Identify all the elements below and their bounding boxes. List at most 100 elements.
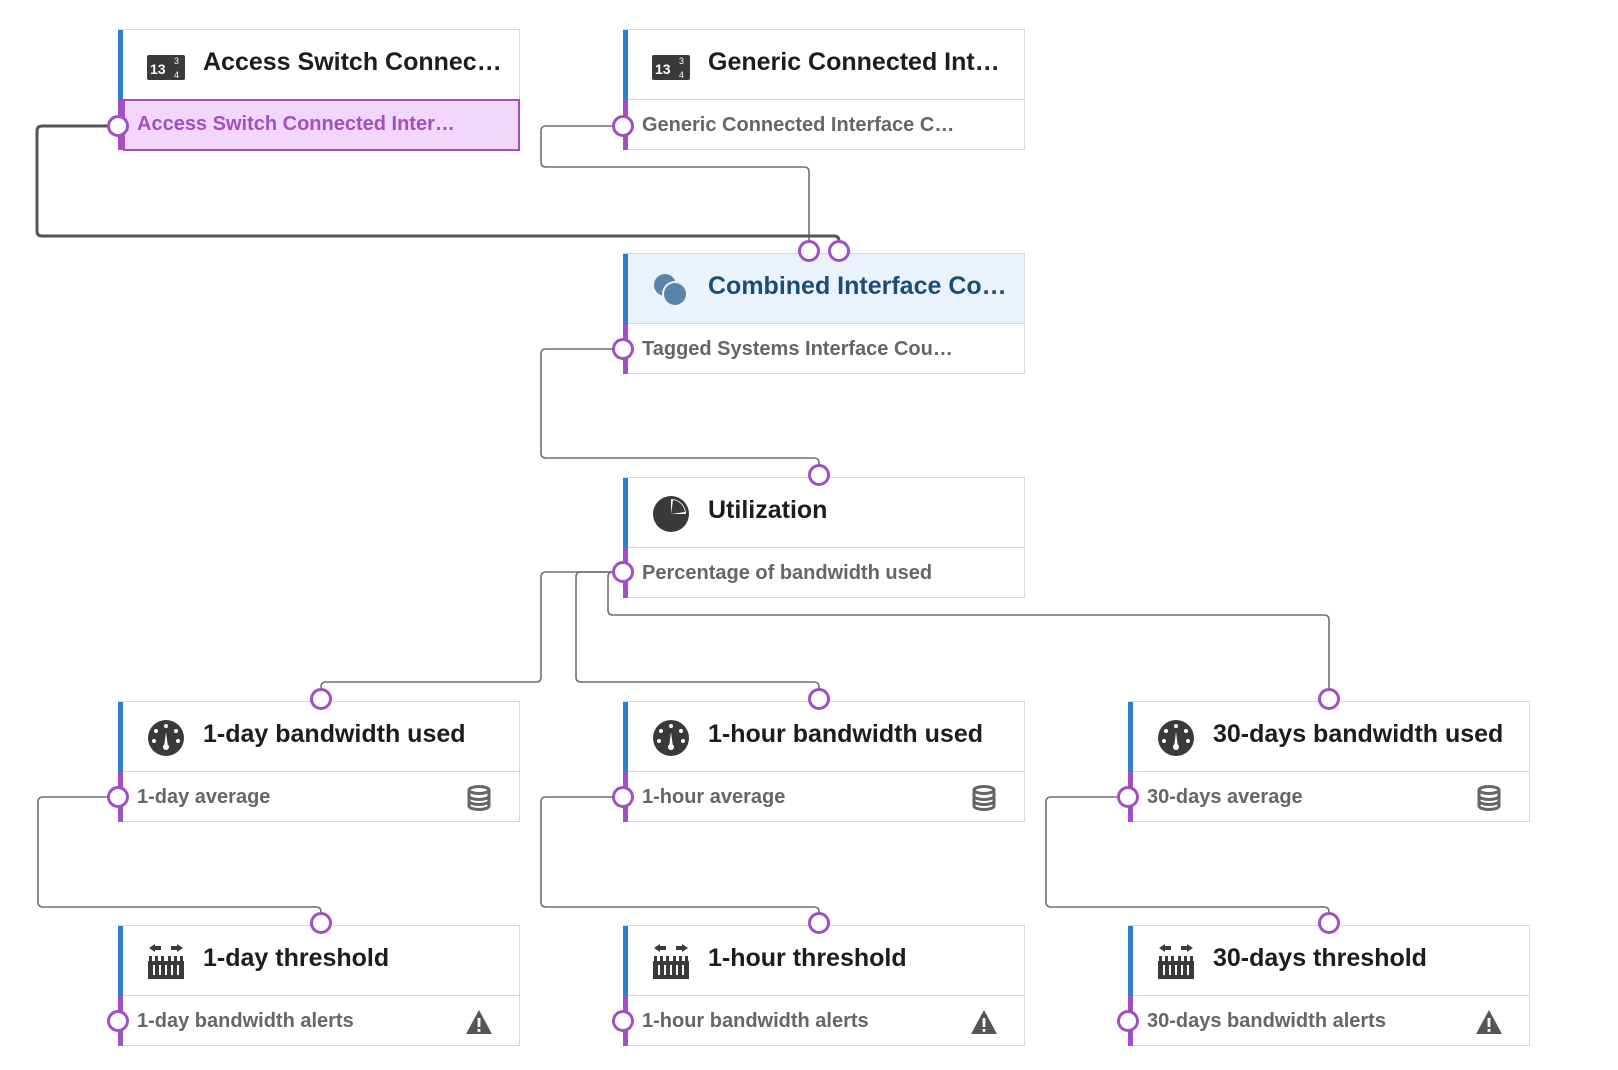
output-connector[interactable]	[612, 1010, 634, 1032]
output-port-label: 1-day bandwidth alerts	[137, 1010, 354, 1032]
svg-text:3: 3	[679, 56, 684, 66]
input-connector[interactable]	[798, 240, 820, 262]
warning-icon[interactable]	[1475, 1008, 1503, 1036]
node-title: Utilization	[708, 496, 828, 524]
node-title: 1-hour bandwidth used	[708, 720, 983, 748]
database-icon[interactable]	[465, 784, 493, 812]
output-connector[interactable]	[612, 115, 634, 137]
output-port-row[interactable]: Access Switch Connected Interface Counte…	[123, 99, 520, 151]
pie-chart-icon	[653, 496, 689, 532]
node-accent-bar	[1128, 926, 1133, 996]
node-header[interactable]: 1-hour bandwidth used	[628, 702, 1024, 772]
node-utilization[interactable]: Utilization Percentage of bandwidth used	[623, 477, 1025, 598]
edge-utilization-month	[607, 571, 1330, 698]
edge-month-month-threshold	[1045, 796, 1330, 922]
node-header[interactable]: 1-day bandwidth used	[123, 702, 519, 772]
output-port-label: 30-days average	[1147, 786, 1303, 808]
output-port-label: 1-day average	[137, 786, 271, 808]
input-connector[interactable]	[808, 912, 830, 934]
output-port-label: 1-hour average	[642, 786, 786, 808]
node-accent-bar	[623, 30, 628, 100]
input-connector[interactable]	[808, 464, 830, 486]
counter-icon: 13 3 4	[147, 55, 185, 80]
output-port-row[interactable]: 1-hour average	[628, 772, 1024, 822]
node-header[interactable]: 1-hour threshold	[628, 926, 1024, 996]
output-port-row[interactable]: 1-day average	[123, 772, 519, 822]
output-port-row[interactable]: 1-day bandwidth alerts	[123, 996, 519, 1046]
node-1-hour-bandwidth[interactable]: 1-hour bandwidth used 1-hour average	[623, 701, 1025, 822]
output-connector[interactable]	[107, 1010, 129, 1032]
node-title: Generic Connected Interface Counter	[708, 48, 1010, 76]
node-title: 30-days threshold	[1213, 944, 1427, 972]
output-port-row[interactable]: Tagged Systems Interface Counter	[628, 324, 1024, 374]
output-port-row[interactable]: 1-hour bandwidth alerts	[628, 996, 1024, 1046]
svg-text:13: 13	[655, 61, 671, 77]
edge-hour-hour-threshold	[540, 796, 820, 922]
output-port-label: 1-hour bandwidth alerts	[642, 1010, 869, 1032]
output-port-row[interactable]: Generic Connected Interface Counter	[628, 100, 1024, 150]
gauge-icon	[148, 720, 184, 756]
output-port-label: Generic Connected Interface Counter	[642, 114, 964, 136]
edge-combined-utilization	[540, 348, 820, 475]
node-1-hour-threshold[interactable]: 1-hour threshold 1-hour bandwidth alerts	[623, 925, 1025, 1046]
node-accent-bar	[1128, 702, 1133, 772]
edge-access-combined	[35, 124, 841, 250]
output-port-label: Tagged Systems Interface Counter	[642, 338, 964, 360]
node-1-day-bandwidth[interactable]: 1-day bandwidth used 1-day average	[118, 701, 520, 822]
node-title: Combined Interface Counter	[708, 272, 1010, 300]
node-header[interactable]: Combined Interface Counter	[628, 254, 1024, 324]
node-header[interactable]: 13 3 4 Generic Connected Interface Count…	[628, 30, 1024, 100]
input-connector[interactable]	[1318, 912, 1340, 934]
output-connector[interactable]	[107, 115, 129, 137]
node-header[interactable]: 30-days threshold	[1133, 926, 1529, 996]
output-port-row[interactable]: 30-days average	[1133, 772, 1529, 822]
node-access-switch[interactable]: 13 3 4 Access Switch Connected Interface…	[118, 29, 520, 151]
output-connector[interactable]	[1117, 786, 1139, 808]
output-connector[interactable]	[612, 338, 634, 360]
threshold-icon	[653, 944, 689, 979]
output-port-row[interactable]: 30-days bandwidth alerts	[1133, 996, 1529, 1046]
output-connector[interactable]	[107, 786, 129, 808]
input-connector[interactable]	[1318, 688, 1340, 710]
output-port-label: Percentage of bandwidth used	[642, 562, 933, 584]
output-connector[interactable]	[1117, 1010, 1139, 1032]
node-30-days-bandwidth[interactable]: 30-days bandwidth used 30-days average	[1128, 701, 1530, 822]
output-port-label: Access Switch Connected Interface Counte…	[137, 113, 458, 135]
edge-utilization-hour	[575, 571, 820, 698]
node-header[interactable]: 13 3 4 Access Switch Connected Interface…	[123, 30, 519, 100]
gauge-icon	[1158, 720, 1194, 756]
gauge-icon	[653, 720, 689, 756]
svg-text:13: 13	[150, 61, 166, 77]
output-connector[interactable]	[612, 561, 634, 583]
node-1-day-threshold[interactable]: 1-day threshold 1-day bandwidth alerts	[118, 925, 520, 1046]
warning-icon[interactable]	[465, 1008, 493, 1036]
output-port-label: 30-days bandwidth alerts	[1147, 1010, 1386, 1032]
node-accent-bar	[118, 30, 123, 100]
input-connector[interactable]	[808, 688, 830, 710]
input-connector[interactable]	[828, 240, 850, 262]
database-icon[interactable]	[970, 784, 998, 812]
warning-icon[interactable]	[970, 1008, 998, 1036]
counter-icon: 13 3 4	[652, 55, 690, 80]
node-accent-bar	[623, 702, 628, 772]
output-port-row[interactable]: Percentage of bandwidth used	[628, 548, 1024, 598]
threshold-icon	[1158, 944, 1194, 979]
node-30-days-threshold[interactable]: 30-days threshold 30-days bandwidth aler…	[1128, 925, 1530, 1046]
node-title: 30-days bandwidth used	[1213, 720, 1504, 748]
node-accent-bar	[118, 926, 123, 996]
threshold-icon	[148, 944, 184, 979]
union-icon	[654, 274, 688, 307]
output-connector[interactable]	[612, 786, 634, 808]
edge-utilization-day	[320, 571, 623, 698]
node-generic-connected[interactable]: 13 3 4 Generic Connected Interface Count…	[623, 29, 1025, 150]
node-accent-bar	[623, 478, 628, 548]
input-connector[interactable]	[310, 688, 332, 710]
database-icon[interactable]	[1475, 784, 1503, 812]
node-accent-bar	[623, 254, 628, 324]
input-connector[interactable]	[310, 912, 332, 934]
node-header[interactable]: Utilization	[628, 478, 1024, 548]
node-header[interactable]: 1-day threshold	[123, 926, 519, 996]
node-combined-interface[interactable]: Combined Interface Counter Tagged System…	[623, 253, 1025, 374]
node-header[interactable]: 30-days bandwidth used	[1133, 702, 1529, 772]
